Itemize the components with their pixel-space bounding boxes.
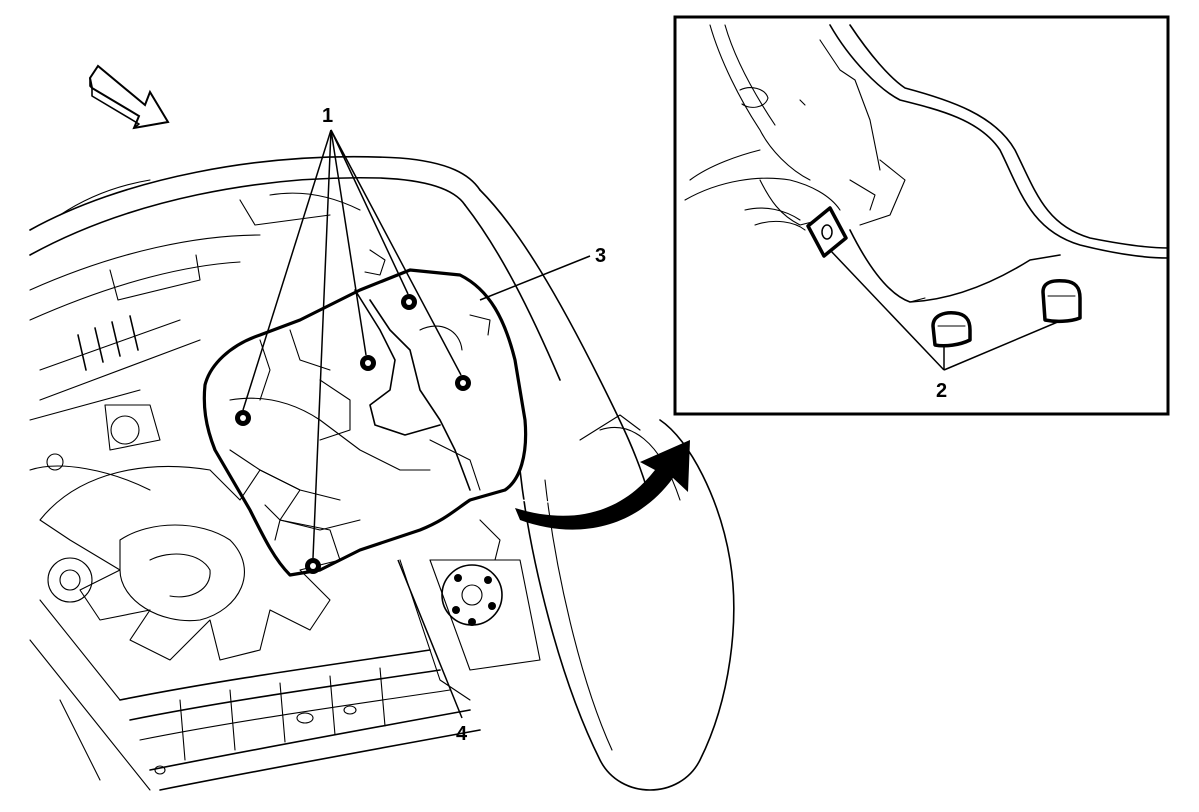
callout-1-leaders	[242, 129, 462, 559]
callout-1-label: 1	[322, 105, 333, 127]
callout-4-label: 4	[456, 723, 468, 745]
front-direction-arrow-icon	[88, 64, 170, 130]
clip-c	[1041, 278, 1082, 324]
detail-inset: 2	[673, 15, 1170, 416]
fastener-2	[360, 355, 376, 371]
vehicle-underbody	[29, 155, 735, 791]
callout-2-label: 2	[936, 380, 947, 402]
callout-3-leader	[479, 255, 591, 301]
clip-a	[806, 206, 848, 258]
fastener-5	[305, 558, 321, 574]
fastener-1	[235, 410, 251, 426]
fastener-3	[401, 294, 417, 310]
clip-b	[931, 311, 972, 348]
callout-3-label: 3	[595, 245, 606, 267]
callout-4-leader	[397, 559, 463, 719]
underbody-shield	[202, 249, 528, 577]
curved-rotation-arrow-icon	[515, 440, 690, 530]
fastener-4	[455, 375, 471, 391]
